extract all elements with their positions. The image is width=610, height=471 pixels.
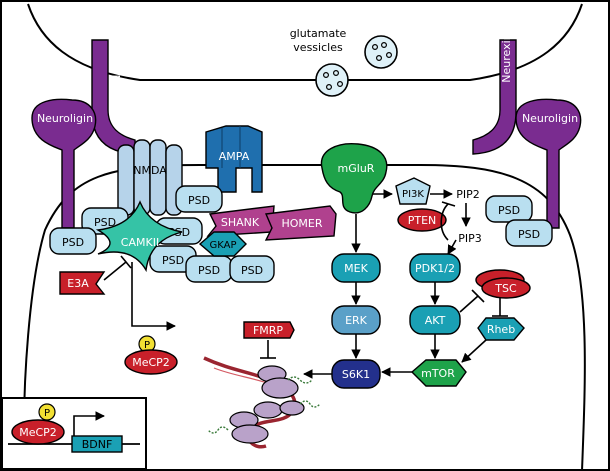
svg-text:PTEN: PTEN	[408, 214, 437, 227]
svg-text:PDK1/2: PDK1/2	[415, 262, 455, 275]
pip2-label: PIP2	[456, 188, 480, 201]
svg-text:PSD: PSD	[518, 228, 540, 241]
rheb-to-mtor-arrow	[461, 339, 487, 363]
pten: PTEN	[397, 208, 447, 232]
svg-text:PI3K: PI3K	[402, 189, 424, 200]
svg-text:MEK: MEK	[344, 262, 368, 275]
neuroligin-left	[31, 98, 97, 229]
rheb: Rheb	[477, 317, 525, 341]
mrna-ribosomes	[203, 356, 321, 449]
homer	[264, 205, 337, 241]
mek: MEK	[331, 253, 381, 283]
camkii	[95, 200, 183, 273]
neuroligin-left-label: Neuroligin	[37, 112, 93, 125]
e3a-inhibit-bar	[120, 255, 132, 269]
mecp2: MeCP2	[124, 349, 178, 375]
psd-box: PSD	[505, 219, 553, 247]
phospho-p: P	[38, 403, 56, 421]
svg-text:PSD: PSD	[198, 264, 220, 277]
e3a-label: E3A	[67, 277, 89, 290]
akt-inhibit-tsc-line	[459, 295, 479, 313]
svg-text:P: P	[144, 340, 150, 351]
vesicles-label: vessicles	[293, 41, 343, 54]
gkap-label: GKAP	[209, 240, 236, 251]
svg-text:MeCP2: MeCP2	[132, 356, 170, 369]
svg-text:PSD: PSD	[162, 254, 184, 267]
shank-label: SHANK	[221, 216, 260, 229]
mglur-label: mGluR	[338, 162, 375, 175]
pip3-label: PIP3	[458, 232, 482, 245]
neuroligin-right	[515, 98, 582, 229]
homer-label: HOMER	[281, 217, 322, 230]
svg-text:AKT: AKT	[425, 314, 446, 327]
ampa-label: AMPA	[219, 150, 250, 163]
svg-text:mTOR: mTOR	[421, 367, 455, 380]
erk: ERK	[331, 305, 381, 335]
svg-text:Rheb: Rheb	[487, 323, 515, 336]
akt: AKT	[409, 305, 461, 335]
svg-text:PSD: PSD	[62, 236, 84, 249]
svg-text:PSD: PSD	[241, 264, 263, 277]
s6k1: S6K1	[331, 359, 381, 389]
e3a-inhibit-line	[103, 261, 127, 281]
postsynaptic-membrane	[22, 164, 586, 471]
psd-box: PSD	[229, 255, 275, 283]
shank	[206, 205, 275, 237]
svg-text:P: P	[44, 408, 50, 419]
pip3-to-pdk-arrow	[447, 239, 457, 255]
psd-box: PSD	[485, 195, 533, 223]
camkii-label: CAMKII	[121, 236, 159, 249]
svg-text:TSC: TSC	[494, 282, 517, 295]
svg-text:PSD: PSD	[188, 194, 210, 207]
neurexin-right-label: Neurexin	[500, 33, 513, 82]
pten-inhibit-line	[440, 203, 449, 241]
akt-inhibit-tsc-bar	[471, 289, 485, 303]
bdnf-label: BDNF	[82, 438, 113, 451]
gkap	[198, 231, 247, 257]
svg-text:FMRP: FMRP	[253, 324, 283, 337]
mglur-receptor	[320, 143, 388, 214]
svg-text:MeCP2: MeCP2	[19, 426, 57, 439]
e3a	[59, 271, 106, 295]
svg-text:S6K1: S6K1	[342, 368, 370, 381]
ampa-receptor	[205, 125, 263, 193]
neuroligin-right-label: Neuroligin	[522, 112, 578, 125]
psd-box: PSD	[175, 185, 223, 213]
psd-box: PSD	[49, 227, 97, 255]
nmda-label: NMDA	[133, 164, 167, 177]
svg-text:ERK: ERK	[345, 314, 368, 327]
camkii-to-mecp2-arrow	[131, 262, 176, 331]
neurexin-left-label: Neurexin	[110, 33, 123, 82]
glutamate-vesicles	[315, 35, 398, 97]
pten-inhibit-bar	[441, 201, 456, 207]
mecp2: MeCP2	[11, 419, 65, 445]
mtor: mTOR	[410, 359, 467, 387]
nmda-receptor	[117, 139, 183, 216]
glutamate-label: glutamate	[290, 27, 347, 40]
svg-text:PSD: PSD	[498, 204, 520, 217]
pdk: PDK1/2	[409, 253, 461, 283]
pi3k: PI3K	[395, 177, 431, 205]
svg-text:PSD: PSD	[94, 216, 116, 229]
presynaptic-membrane	[27, 3, 583, 81]
tsc: TSC	[475, 269, 531, 299]
psd-box: PSD	[185, 255, 233, 283]
fmrp: FMRP	[243, 321, 295, 339]
